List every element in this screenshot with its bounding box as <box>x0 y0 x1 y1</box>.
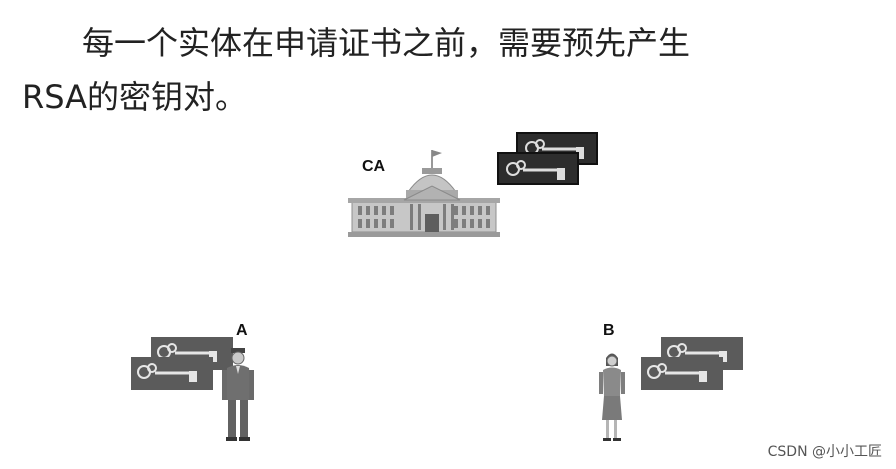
a-key-card-front <box>131 357 213 390</box>
intro-text-line-2: RSA的密钥对。 <box>22 78 248 116</box>
ca-label: CA <box>362 158 386 175</box>
b-key-card-front <box>641 357 723 390</box>
person-b-icon <box>599 353 625 441</box>
person-a-icon <box>222 348 254 441</box>
key-icon <box>647 363 707 382</box>
ca-building-icon <box>348 150 500 237</box>
ca-key-card-front <box>497 152 579 185</box>
b-label: B <box>603 322 615 339</box>
key-icon <box>506 160 565 180</box>
watermark: CSDN @小小工匠 <box>767 444 882 460</box>
intro-text-line-1: 每一个实体在申请证书之前，需要预先产生 <box>82 24 691 62</box>
key-icon <box>137 363 197 382</box>
a-label: A <box>236 322 248 339</box>
